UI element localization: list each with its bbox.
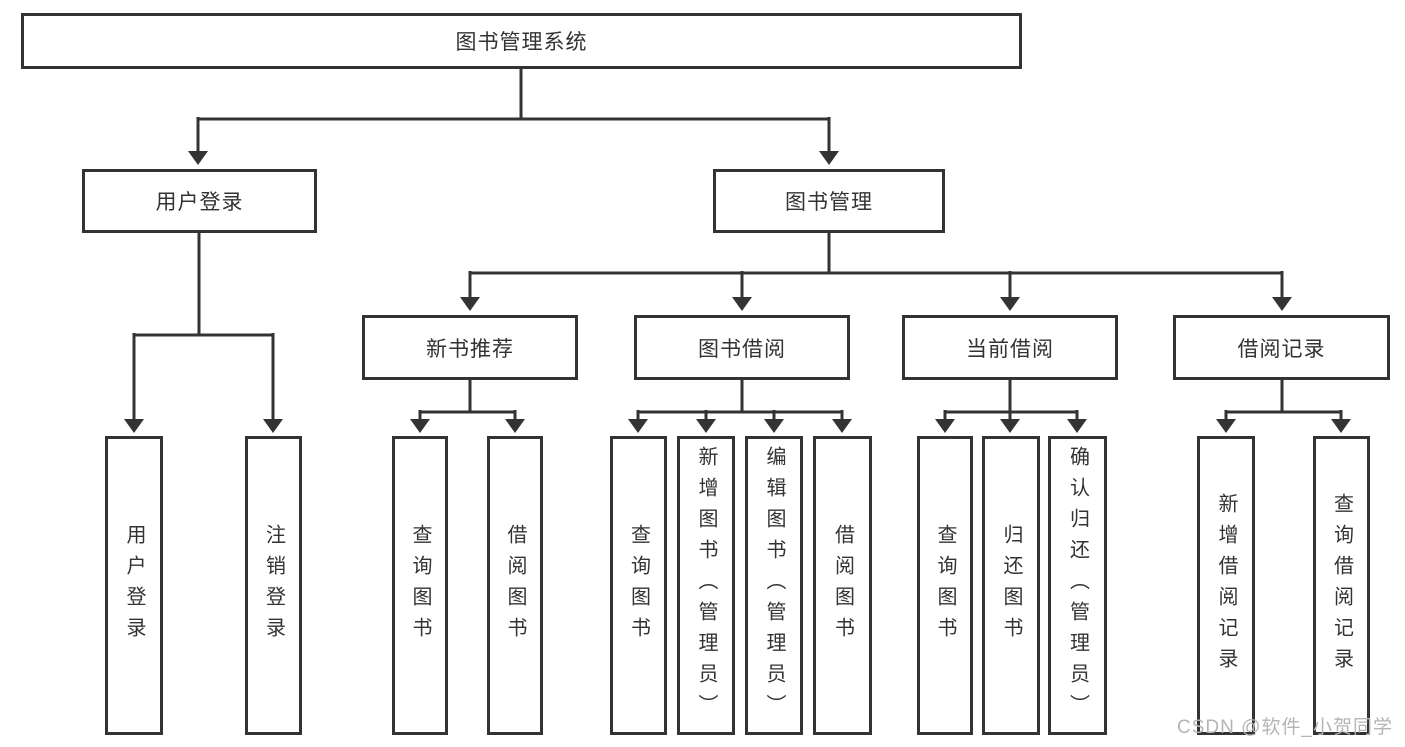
connector-root-to-level2 (188, 69, 839, 165)
leaf-label: 新增图书（管理员） (695, 446, 717, 725)
leaf-label: 新增借阅记录 (1215, 492, 1237, 679)
leaf-return-books: 归还图书 (982, 436, 1040, 735)
leaf-label: 确认归还（管理员） (1066, 446, 1089, 725)
leaf-user-login: 用户登录 (105, 436, 163, 735)
leaf-label: 查询图书 (409, 523, 431, 648)
node-borrowing-records: 借阅记录 (1173, 315, 1390, 380)
leaf-add-books-admin: 新增图书（管理员） (677, 436, 735, 735)
leaf-label: 借阅图书 (504, 523, 526, 648)
connector-borrowing-to-leaves (628, 380, 852, 433)
csdn-watermark: CSDN @软件_小贺同学 (1177, 717, 1393, 738)
leaf-borrow-books-1: 借阅图书 (487, 436, 543, 735)
leaf-label: 注销登录 (262, 523, 285, 648)
node-new-book-recommend: 新书推荐 (362, 315, 578, 380)
node-book-management: 图书管理 (713, 169, 945, 233)
leaf-label: 用户登录 (123, 523, 145, 648)
leaf-edit-books-admin: 编辑图书（管理员） (745, 436, 803, 735)
leaf-query-books-3: 查询图书 (917, 436, 973, 735)
leaf-label: 查询借阅记录 (1330, 492, 1353, 679)
connector-bookmgmt-to-level3 (460, 233, 1292, 311)
leaf-label: 归还图书 (1000, 523, 1022, 648)
leaf-logout: 注销登录 (245, 436, 302, 735)
node-current-borrowing: 当前借阅 (902, 315, 1118, 380)
leaf-query-books-1: 查询图书 (392, 436, 448, 735)
leaf-borrow-books-2: 借阅图书 (813, 436, 872, 735)
leaf-query-books-2: 查询图书 (610, 436, 667, 735)
connector-userlogin-to-leaves (124, 233, 283, 433)
leaf-confirm-return-admin: 确认归还（管理员） (1048, 436, 1107, 735)
leaf-label: 查询图书 (934, 523, 956, 648)
node-library-management-system: 图书管理系统 (21, 13, 1022, 69)
leaf-query-borrow-record: 查询借阅记录 (1313, 436, 1370, 735)
node-user-login: 用户登录 (82, 169, 317, 233)
leaf-label: 借阅图书 (831, 523, 854, 648)
connector-current-to-leaves (935, 380, 1087, 433)
leaf-label: 编辑图书（管理员） (763, 446, 785, 725)
connector-newbooks-to-leaves (410, 380, 525, 433)
connector-records-to-leaves (1216, 380, 1351, 433)
leaf-label: 查询图书 (627, 523, 650, 648)
leaf-add-borrow-record: 新增借阅记录 (1197, 436, 1255, 735)
node-book-borrowing: 图书借阅 (634, 315, 850, 380)
